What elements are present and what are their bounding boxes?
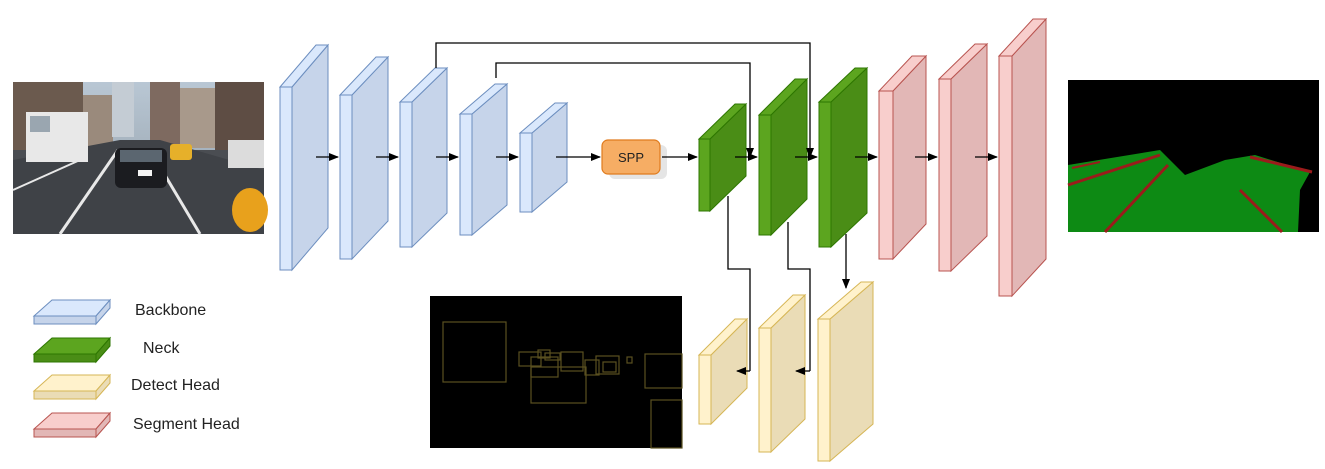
segmentation-output-image	[1067, 80, 1319, 234]
segment-block-10	[937, 42, 989, 273]
legend-item-detect: Detect Head	[32, 373, 220, 401]
backbone-block-5	[518, 101, 569, 214]
legend-swatch-segment	[32, 411, 112, 439]
detect-block-14	[816, 280, 875, 463]
spp-module: SPP	[601, 139, 667, 179]
detect-block-12	[697, 317, 749, 426]
detection-output-image	[430, 296, 683, 449]
backbone-block-3	[398, 66, 449, 249]
backbone-block-4	[458, 82, 509, 237]
backbone-block-1	[278, 43, 330, 272]
segment-block-9	[877, 54, 928, 261]
neck-block-7	[757, 77, 809, 237]
neck-block-8	[817, 66, 869, 249]
detect-block-13	[757, 293, 807, 454]
legend-item-neck: Neck	[32, 336, 180, 364]
segment-block-11	[997, 17, 1048, 298]
neck-block-6	[697, 102, 748, 213]
input-street-image	[12, 82, 268, 235]
legend-swatch-neck	[32, 336, 112, 364]
connections	[316, 42, 998, 375]
legend-label-detect: Detect Head	[131, 377, 220, 394]
legend-item-segment: Segment Head	[32, 411, 240, 439]
legend-label-neck: Neck	[143, 340, 180, 357]
legend-item-backbone: Backbone	[32, 298, 206, 326]
legend-swatch-backbone	[32, 298, 112, 326]
spp-label: SPP	[618, 150, 644, 165]
legend-label-backbone: Backbone	[135, 302, 206, 319]
backbone-block-2	[338, 55, 390, 261]
legend-swatch-detect	[32, 373, 112, 401]
legend-label-segment: Segment Head	[133, 416, 240, 433]
